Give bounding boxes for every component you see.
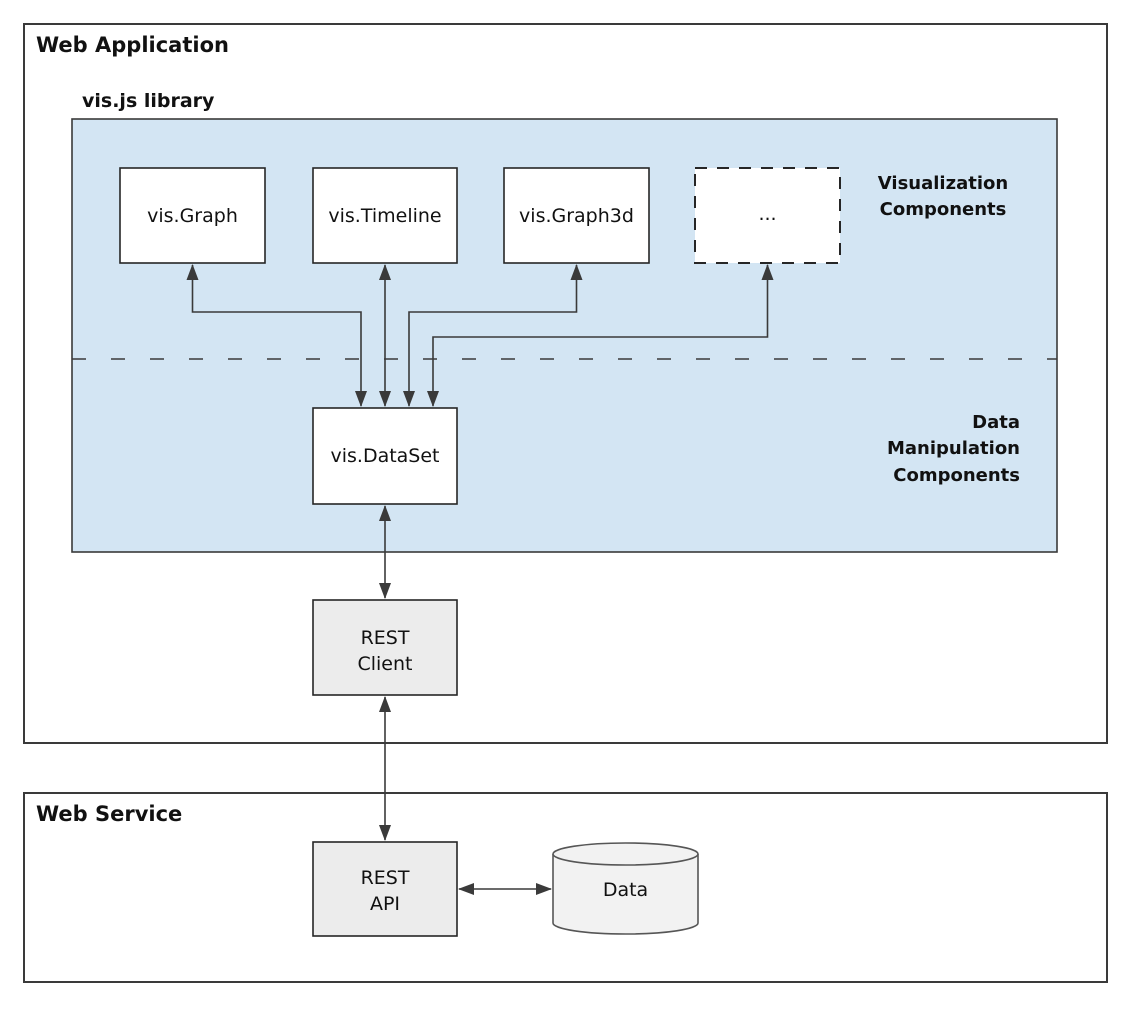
data-store-cylinder-top	[552, 842, 699, 866]
data-manipulation-label-line1: Data	[972, 412, 1020, 433]
visjs-library-title: vis.js library	[82, 90, 215, 112]
web-service-title: Web Service	[36, 802, 182, 826]
node-rest-client-label-line1: REST	[361, 627, 410, 649]
web-application-title: Web Application	[36, 33, 229, 57]
node-vis-graph	[119, 167, 266, 264]
node-vis-graph3d-label: vis.Graph3d	[519, 205, 634, 227]
data-store-cylinder-body	[552, 854, 699, 935]
connector-graph-dataset	[186, 264, 367, 407]
visualization-components-label-line2: Components	[880, 199, 1007, 220]
node-rest-client-label-line2: Client	[357, 653, 412, 675]
node-rest-api-label-line1: REST	[361, 867, 410, 889]
node-vis-graph-label: vis.Graph	[147, 205, 238, 227]
node-vis-dataset-label: vis.DataSet	[330, 445, 439, 467]
data-manipulation-label-line2: Manipulation	[887, 438, 1020, 459]
data-store-cylinder	[552, 842, 699, 935]
node-vis-timeline-label: vis.Timeline	[328, 205, 441, 227]
node-rest-api	[312, 841, 458, 937]
node-rest-client	[312, 599, 458, 696]
connector-more-dataset	[427, 264, 774, 407]
visualization-components-label-line1: Visualization	[878, 173, 1008, 194]
node-more-components	[694, 167, 841, 264]
data-store-label: Data	[603, 879, 648, 901]
node-vis-graph3d	[503, 167, 650, 264]
node-vis-timeline	[312, 167, 458, 264]
node-rest-api-label-line2: API	[370, 893, 400, 915]
node-vis-dataset	[312, 407, 458, 505]
data-manipulation-label-line3: Components	[893, 465, 1020, 486]
node-more-components-label: ...	[758, 203, 776, 225]
